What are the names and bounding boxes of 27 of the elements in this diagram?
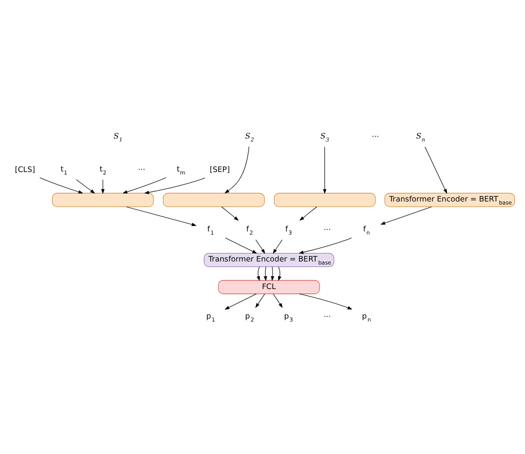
arrow <box>256 240 266 254</box>
arrow <box>299 206 318 221</box>
arrow <box>224 294 257 310</box>
arrow <box>298 238 352 254</box>
arrow <box>272 240 282 254</box>
arrow <box>299 294 352 310</box>
arrow <box>144 178 206 194</box>
arrow <box>126 206 197 226</box>
node-box <box>52 192 154 207</box>
arrow <box>278 266 282 282</box>
arrow <box>224 146 250 194</box>
arrow <box>264 266 268 282</box>
arrow <box>225 238 258 254</box>
arrow <box>323 146 326 194</box>
arrow <box>272 294 283 308</box>
arrow <box>221 206 239 221</box>
node-box <box>274 192 376 207</box>
arrow <box>256 266 260 282</box>
arrow <box>101 180 105 194</box>
node-box <box>162 192 265 207</box>
arrow <box>380 206 432 225</box>
arrow <box>39 177 84 194</box>
arrow <box>122 177 166 194</box>
arrow <box>255 294 266 308</box>
arrow <box>424 146 448 194</box>
arrow <box>270 266 274 282</box>
arrow <box>76 180 96 194</box>
